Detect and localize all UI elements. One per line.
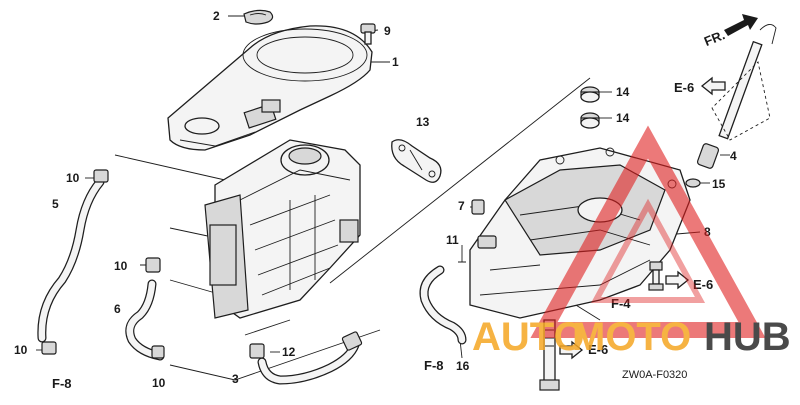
- part-3-hose: [257, 340, 360, 385]
- part-14-nuts: [580, 86, 600, 129]
- label-part-16: 16: [456, 359, 470, 373]
- part-6-hose: [125, 279, 165, 361]
- part-11-pin: [458, 245, 466, 263]
- watermark-triangle-inner: [590, 198, 706, 303]
- label-part-12: 12: [282, 345, 296, 359]
- part-15-washer: [685, 178, 701, 188]
- label-part-15: 15: [712, 177, 726, 191]
- label-part-11: 11: [446, 233, 459, 247]
- label-part-13: 13: [416, 115, 430, 129]
- watermark-text-hub: HUB: [704, 315, 791, 359]
- ref-e6-top: E-6: [674, 80, 694, 95]
- front-label: FR.: [702, 27, 727, 49]
- ref-f8-right: F-8: [424, 358, 444, 373]
- part-9-bolt: [360, 23, 376, 45]
- label-part-10a: 10: [66, 171, 80, 185]
- drawing-code: ZW0A-F0320: [622, 369, 687, 381]
- part-5-hose: [37, 177, 105, 343]
- ref-f8-left: F-8: [52, 376, 72, 391]
- label-part-10c: 10: [14, 343, 28, 357]
- engine-block: [204, 139, 361, 319]
- label-part-5: 5: [52, 197, 59, 211]
- label-part-10b: 10: [114, 259, 128, 273]
- part-7-clip: [471, 199, 485, 215]
- ref-e6-right: E-6: [693, 277, 713, 292]
- part-4-grommet: [696, 143, 720, 169]
- right-hose: [419, 265, 467, 345]
- watermark-triangle: [530, 125, 766, 338]
- label-part-8: 8: [704, 225, 711, 239]
- label-part-4: 4: [730, 149, 737, 163]
- label-part-6: 6: [114, 302, 121, 316]
- label-part-14a: 14: [616, 85, 630, 99]
- label-part-9: 9: [384, 24, 391, 38]
- label-part-1: 1: [392, 55, 399, 69]
- part-1-cover: [167, 25, 373, 151]
- part-labels: 2 9 1 13 14 14 4 15 7 8 11 10 5 10 6 10 …: [14, 9, 737, 390]
- hose-clamps: [41, 169, 363, 359]
- housing: [469, 147, 691, 319]
- part-2-seal: [243, 9, 274, 25]
- label-part-14b: 14: [616, 111, 630, 125]
- watermark-text-auto: AUTO: [472, 315, 585, 359]
- watermark: AUTO MOTO HUB: [472, 125, 791, 359]
- ref-f4: F-4: [611, 296, 631, 311]
- label-part-10d: 10: [152, 376, 166, 390]
- label-part-7: 7: [458, 199, 465, 213]
- dipstick: [711, 24, 777, 141]
- label-part-2: 2: [213, 9, 220, 23]
- reference-arrows: [559, 76, 726, 360]
- part-8-bolt: [648, 261, 664, 291]
- section-refs: E-6 E-6 E-6 F-4 F-8 F-8 FR.: [52, 27, 727, 391]
- watermark-text-moto: MOTO: [572, 315, 691, 359]
- part-13-bracket: [391, 139, 442, 183]
- front-direction-arrow: [724, 14, 758, 36]
- ref-e6-bottom: E-6: [588, 342, 608, 357]
- label-part-3: 3: [232, 372, 239, 386]
